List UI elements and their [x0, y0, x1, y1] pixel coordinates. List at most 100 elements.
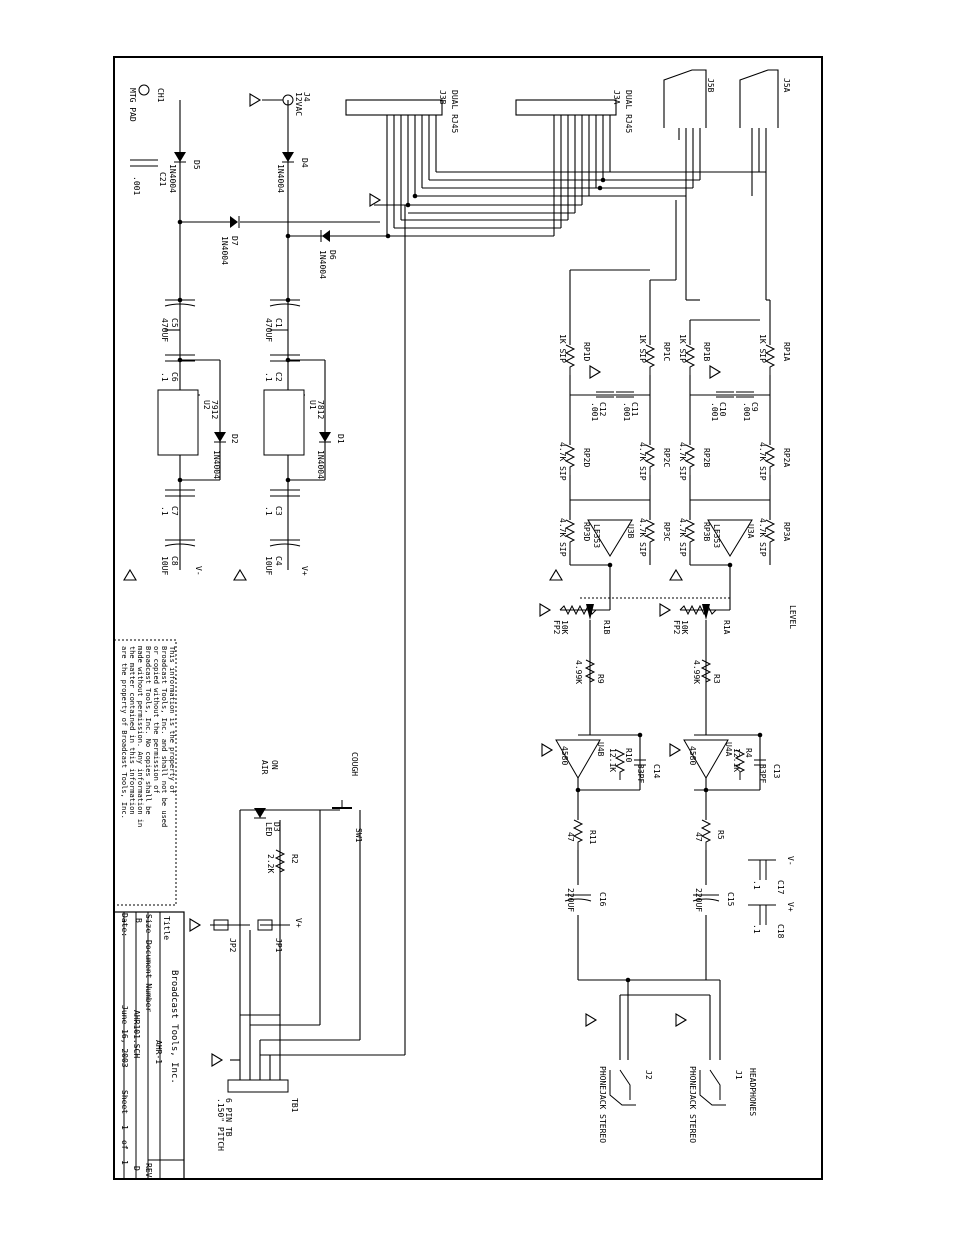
rp3b-val: 4.7K SIP: [678, 518, 687, 557]
rp2a-ref: RP2A: [782, 448, 791, 467]
tb1-ref: TB1: [290, 1098, 299, 1113]
c9-val: .001: [742, 402, 751, 421]
sw1-ref: SW1: [354, 828, 363, 843]
rp3b-ref: RP3B: [702, 522, 711, 541]
junctions: [177, 177, 763, 983]
c13-val: 33PF: [758, 764, 767, 783]
of-label: of: [120, 1140, 129, 1150]
c17-ref: C17: [776, 880, 785, 895]
notice-line-7: are the property of Broadcast Tools, Inc…: [120, 646, 128, 819]
date-label: Date:: [120, 913, 129, 937]
terminal-block-tb1: TB1 6 PIN TB .150" PITCH: [216, 1079, 299, 1151]
r3-val: 4.99K: [692, 660, 701, 684]
level-label: LEVEL: [788, 605, 797, 629]
j2-desc: PHONEJACK STEREO: [598, 1066, 607, 1143]
c12-ref: C12: [598, 402, 607, 417]
c12-val: .001: [590, 402, 599, 421]
c5-ref: C5: [170, 318, 179, 328]
r1a-ref: R1A: [722, 620, 731, 635]
r11-val: 47: [566, 832, 575, 842]
r9-ref: R9: [596, 674, 605, 684]
r5-ref: R5: [716, 830, 725, 840]
u2-ref: U2: [202, 400, 211, 410]
notice-line-5: made without permission. Any information…: [136, 646, 144, 827]
mounting-pad-ch1: CH1 MTG PAD: [128, 84, 165, 122]
docnum-label: Document Number: [144, 940, 153, 1012]
c2-val: .1: [264, 372, 273, 382]
r10-ref: R10: [624, 748, 633, 763]
r2-val: 2.2K: [266, 854, 275, 873]
jp1-ref: JP1: [274, 938, 283, 953]
c8-val: 10UF: [160, 556, 169, 575]
rp1b-val: 1K SIP: [678, 334, 687, 363]
d4-ref: D4: [300, 158, 309, 168]
title-label: Title: [162, 916, 171, 940]
rp2c-val: 4.7K SIP: [638, 442, 647, 481]
rev-value: D: [132, 1166, 141, 1171]
rp1c-val: 1K SIP: [638, 334, 647, 363]
v-minus-label: V-: [194, 566, 203, 576]
c15-val: 220UF: [694, 888, 703, 912]
d5-val: 1N4004: [168, 164, 177, 193]
tb1-desc2: .150" PITCH: [216, 1098, 225, 1151]
c21-val: .001: [132, 176, 141, 195]
audio-section: RP1D 1K SIP RP1C 1K SIP RP1B 1K SIP RP1A…: [539, 334, 797, 1116]
c16-ref: C16: [598, 892, 607, 907]
c17-vminus: V-: [786, 856, 795, 866]
rp1d-ref: RP1D: [582, 342, 591, 361]
c6-ref: C6: [170, 372, 179, 382]
connector-j1: J1 PHONEJACK STEREO: [688, 1066, 743, 1143]
u4a-val: 4580: [688, 746, 697, 765]
c9-ref: C9: [750, 402, 759, 412]
notice-line-1: This information is the property of: [168, 646, 176, 794]
rp3a-val: 4.7K SIP: [758, 518, 767, 557]
date-value: June 16, 2003: [120, 1005, 129, 1068]
connector-j3a: J3A DUAL RJ45: [515, 90, 633, 134]
c5-val: 470UF: [160, 318, 169, 342]
d2-ref: D2: [230, 434, 239, 444]
connector-j4: J4 12VAC: [249, 92, 311, 116]
rp2a-val: 4.7K SIP: [758, 442, 767, 481]
j3b-desc: DUAL RJ45: [450, 90, 459, 134]
u4b-val: 4580: [560, 746, 569, 765]
u1-val: 7812: [316, 400, 325, 419]
rev-label: REV: [144, 1163, 153, 1178]
rp1a-val: 1K SIP: [758, 334, 767, 363]
j1-ref: J1: [734, 1070, 743, 1080]
r1b-val: 10K: [560, 620, 569, 635]
c2-ref: C2: [274, 372, 283, 382]
c11-ref: C11: [630, 402, 639, 417]
c1-val: 470UF: [264, 318, 273, 342]
d7-ref: D7: [230, 236, 239, 246]
r5-val: 47: [694, 832, 703, 842]
sheet-border: [113, 56, 823, 1180]
c21-ref: C21: [158, 172, 167, 187]
connector-j5a: J5A: [739, 69, 791, 128]
jp2-ref: JP2: [228, 938, 237, 953]
r1b-val2: FP2: [552, 620, 561, 635]
c18-ref: C18: [776, 924, 785, 939]
sheet-value: 1: [120, 1125, 129, 1130]
d6-val: 1N4004: [318, 250, 327, 279]
cough-label: COUGH: [350, 752, 359, 776]
j4-ref: J4: [302, 92, 311, 102]
c4-val: 10UF: [264, 556, 273, 575]
d1-ref: D1: [336, 434, 345, 444]
rp1a-ref: RP1A: [782, 342, 791, 361]
c15-ref: C15: [726, 892, 735, 907]
sheet-label: Sheet: [120, 1090, 129, 1114]
j1-desc: PHONEJACK STEREO: [688, 1066, 697, 1143]
r4-ref: R4: [744, 748, 753, 758]
wires: [165, 100, 771, 1080]
docnum-value: AHR101.SCH: [132, 1010, 141, 1058]
rp1c-ref: RP1C: [662, 342, 671, 361]
r2-ref: R2: [290, 854, 299, 864]
notice-line-4: Broadcast Tools, Inc. No copies shall be: [144, 646, 152, 815]
d4-val: 1N4004: [276, 164, 285, 193]
rp3c-ref: RP3C: [662, 522, 671, 541]
title-block: Broadcast Tools, Inc. Title AHR-1 Size B…: [113, 911, 185, 1180]
on-label: ON: [270, 760, 279, 770]
rp2b-val: 4.7K SIP: [678, 442, 687, 481]
d3-val: LED: [264, 822, 273, 837]
